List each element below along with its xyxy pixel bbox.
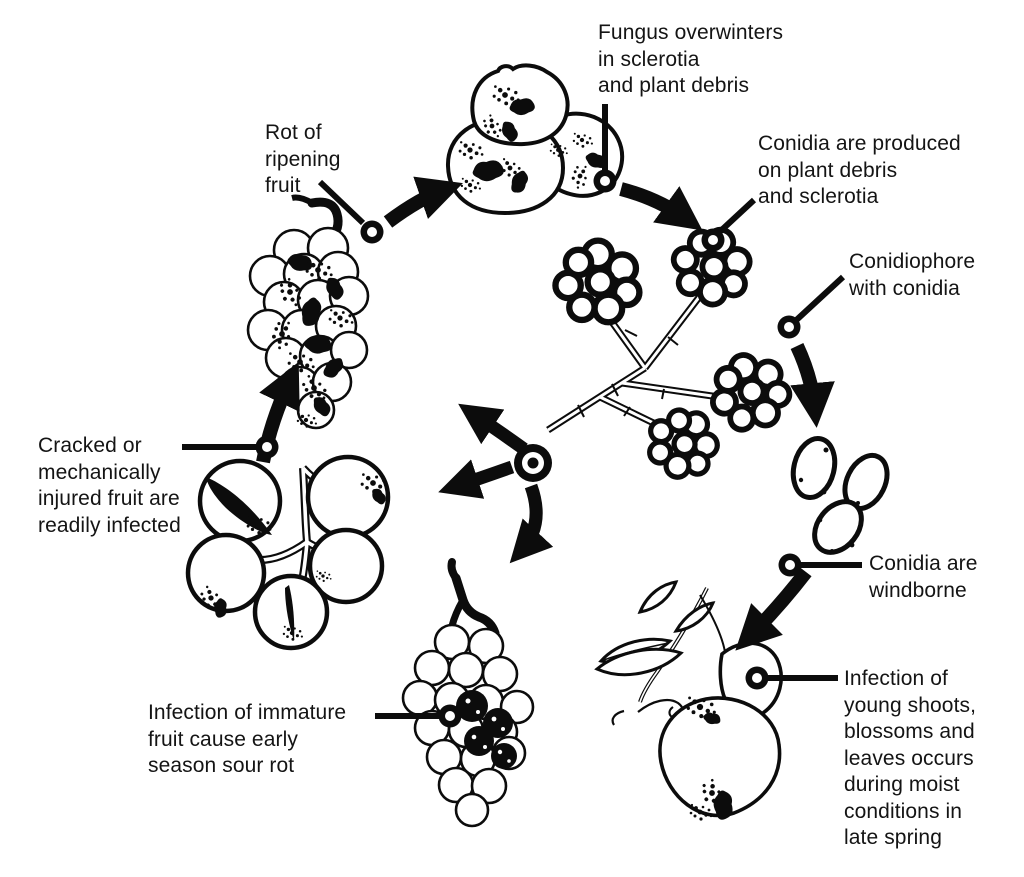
crack-wedge-2 [285, 585, 295, 641]
leader-lines [182, 104, 862, 719]
marker-ripening [360, 220, 384, 244]
label-conidia-produced: Conidia are produced on plant debris and… [758, 132, 961, 208]
center-hub [514, 444, 552, 482]
label-conidiophore-with-conidia: Conidiophore with conidia [849, 250, 976, 300]
marker-conidia-produced [701, 228, 725, 252]
hub-arrow-left [438, 459, 515, 499]
conidia-spores-illustration [790, 435, 890, 555]
arrow-ripening-to-sclerotia [383, 176, 463, 228]
marker-windborne [778, 553, 802, 577]
label-conidia-windborne: Conidia are windborne [869, 552, 978, 602]
infected-berries [456, 690, 517, 769]
immature-grape-cluster-illustration [401, 558, 535, 828]
arrow-spores-to-shoot [735, 567, 812, 651]
hub-arrow-down [509, 483, 554, 564]
leader-rot [317, 179, 366, 226]
ripening-fruit-cluster-illustration [246, 194, 370, 430]
center-hub-arrows [438, 403, 554, 564]
leader-conidiophore [788, 274, 846, 328]
label-infection-young-shoots: Infection of young shoots, blossoms and … [844, 667, 977, 849]
hub-arrow-upleft [458, 403, 528, 455]
label-infection-immature-fruit: Infection of immature fruit cause early … [148, 701, 347, 777]
marker-immature [438, 704, 462, 728]
spore-speckles [798, 447, 885, 553]
label-fungus-overwinters: Fungus overwinters in sclerotia and plan… [598, 21, 784, 97]
marker-shoot-leaf [745, 666, 769, 690]
marker-conidiophore [777, 315, 801, 339]
conidia-clusters [555, 217, 796, 490]
cracked-fruit-illustration [185, 454, 391, 651]
arrow-conidiophore-to-spores [790, 343, 835, 428]
marker-sclerotia [593, 169, 617, 193]
label-cracked-fruit: Cracked or mechanically injured fruit ar… [38, 434, 181, 537]
marker-cracked [255, 435, 279, 459]
label-rot-of-ripening-fruit: Rot of ripening fruit [265, 121, 341, 197]
mummified-fruit-sclerotia-illustration [445, 63, 625, 216]
arrow-sclerotia-to-conidia [619, 182, 703, 231]
